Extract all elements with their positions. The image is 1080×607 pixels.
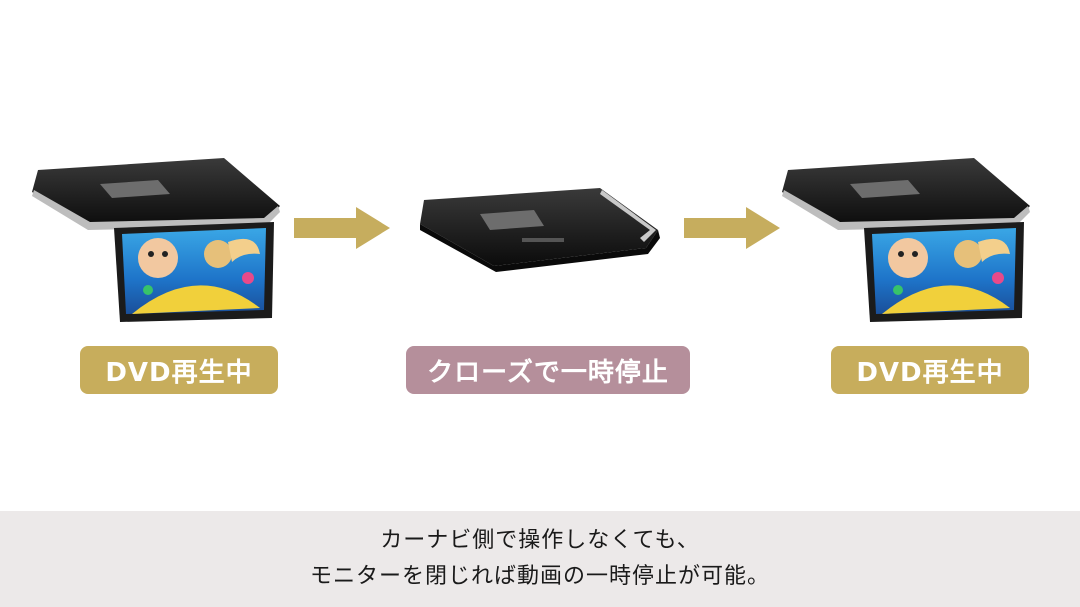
caption-line-1: カーナビ側で操作しなくても、 — [380, 528, 700, 553]
monitor-open-1 — [28, 150, 286, 322]
step-label-playing: DVD再生中 — [80, 346, 278, 394]
monitor-open-2 — [778, 150, 1036, 322]
ceiling-monitor-closed-illustration — [420, 188, 660, 272]
step-label-paused: クローズで一時停止 — [406, 346, 690, 394]
arrow-shape — [684, 207, 780, 249]
ceiling-monitor-open-illustration — [782, 158, 1030, 322]
caption-box: カーナビ側で操作しなくても、 モニターを閉じれば動画の一時停止が可能。 — [0, 511, 1080, 607]
arrow-right-icon — [684, 207, 780, 253]
monitor-closed — [418, 180, 662, 272]
step-label-playing: DVD再生中 — [831, 346, 1029, 394]
ceiling-monitor-open-illustration — [32, 158, 280, 322]
arrow-right-icon — [294, 207, 390, 253]
arrow-shape — [294, 207, 390, 249]
caption-line-2: モニターを閉じれば動画の一時停止が可能。 — [309, 564, 770, 589]
